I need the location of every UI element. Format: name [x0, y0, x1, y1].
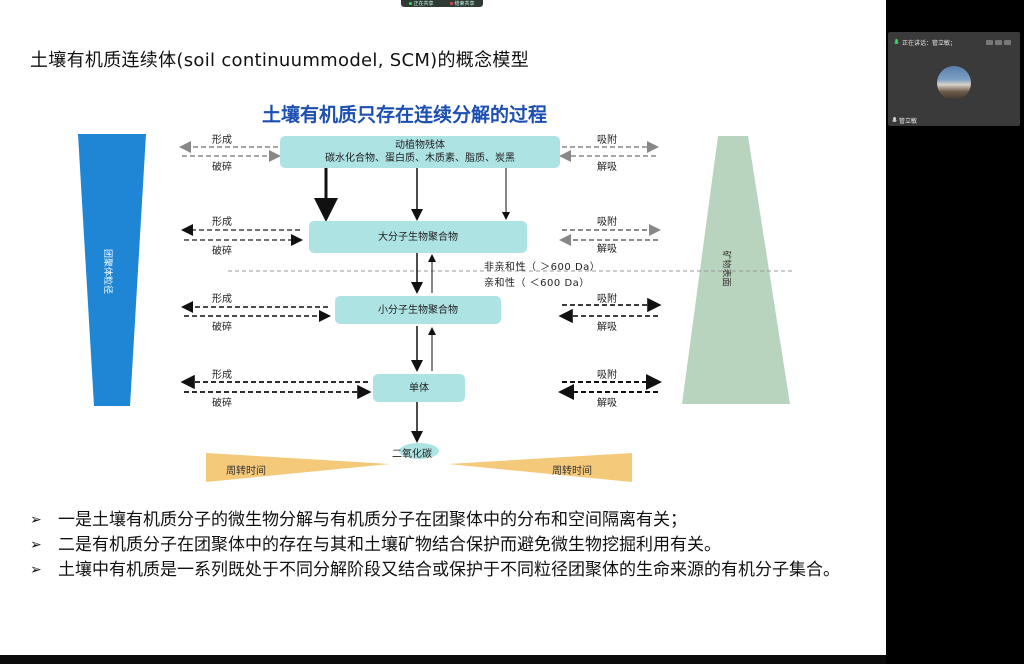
sharing-indicator[interactable]: 正在共享 — [409, 0, 434, 7]
slide-bottom-bar — [0, 655, 886, 664]
participant-name: 管立敏 — [892, 116, 917, 125]
desorb-label-3: 解吸 — [597, 322, 617, 333]
form-label-3: 形成 — [212, 294, 232, 305]
slide-title: 土壤有机质连续体(soil continuummodel, SCM)的概念模型 — [30, 50, 530, 71]
arrow-bullet-icon: ➢ — [30, 562, 42, 578]
panel-controls[interactable] — [986, 40, 1012, 46]
stop-share-button[interactable]: 结束共享 — [450, 0, 475, 7]
mineral-surface-bar — [682, 136, 790, 404]
layout-icon[interactable] — [995, 40, 1002, 45]
large-biopolymer-box: 大分子生物聚合物 — [309, 221, 527, 253]
residue-title: 动植物残体 — [395, 140, 445, 151]
co2-label: 二氧化碳 — [392, 449, 432, 460]
monomer-box: 单体 — [373, 374, 465, 402]
bullet-item-2: ➢ 二是有机质分子在团聚体中的存在与其和土壤矿物结合保护而避免微生物挖掘利用有关… — [30, 535, 721, 555]
turnover-label-left: 周转时间 — [226, 466, 266, 477]
minimize-icon[interactable] — [986, 40, 993, 45]
bullet-item-1: ➢ 一是土壤有机质分子的微生物分解与有机质分子在团聚体中的分布和空间隔离有关； — [30, 510, 687, 530]
arrow-bullet-icon: ➢ — [30, 537, 42, 553]
avatar[interactable] — [937, 66, 971, 100]
left-arrows-row3 — [181, 301, 331, 322]
break-label-2: 破碎 — [212, 246, 232, 257]
desorb-label-1: 解吸 — [597, 162, 617, 173]
hydrophobic-label: 非亲和性（ ＞600 Da） — [484, 262, 601, 273]
adsorb-label-2: 吸附 — [597, 217, 617, 228]
left-arrows-row2 — [181, 224, 303, 246]
form-label-2: 形成 — [212, 217, 232, 228]
break-label-4: 破碎 — [212, 398, 232, 409]
turnover-wedge-right — [448, 453, 632, 482]
form-label-1: 形成 — [212, 135, 232, 146]
hydrophilic-label: 亲和性（ ＜600 Da） — [484, 278, 590, 289]
video-panel[interactable]: 正在讲话：管立敏； 管立敏 — [888, 32, 1020, 126]
bullet-item-3: ➢ 土壤中有机质是一系列既处于不同分解阶段又结合或保护于不同粒径团聚体的生命来源… — [30, 560, 840, 580]
adsorb-label-1: 吸附 — [597, 135, 617, 146]
screen-share-toolbar[interactable]: 正在共享 结束共享 — [401, 0, 483, 7]
scm-diagram: 土壤有机质只存在连续分解的过程 — [78, 104, 792, 482]
right-arrows-row3 — [558, 297, 662, 324]
arrow-bullet-icon: ➢ — [30, 512, 42, 528]
right-arrows-row4 — [558, 374, 662, 400]
left-arrows-row4 — [180, 374, 372, 400]
adsorb-label-3: 吸附 — [597, 294, 617, 305]
small-biopolymer-box: 小分子生物聚合物 — [335, 296, 501, 324]
residue-items: 碳水化合物、蛋白质、木质素、脂质、炭黑 — [325, 153, 515, 164]
bullet-list: ➢ 一是土壤有机质分子的微生物分解与有机质分子在团聚体中的分布和空间隔离有关； … — [28, 508, 888, 583]
desorb-label-4: 解吸 — [597, 398, 617, 409]
speaker-status: 正在讲话：管立敏； — [894, 38, 956, 47]
expand-icon[interactable] — [1004, 40, 1011, 45]
diagram-graphics — [78, 134, 792, 482]
stop-dot-icon — [450, 2, 454, 5]
right-arrows-row2 — [559, 224, 661, 246]
diagram-title: 土壤有机质只存在连续分解的过程 — [262, 104, 548, 126]
desorb-label-2: 解吸 — [597, 244, 617, 255]
break-label-3: 破碎 — [212, 322, 232, 333]
form-label-4: 形成 — [212, 370, 232, 381]
aggregate-size-label: 团聚体粒径 — [102, 248, 113, 295]
aggregate-size-bar — [78, 134, 146, 406]
co2-ellipse — [399, 443, 439, 459]
mic-icon — [894, 39, 899, 45]
residue-box: 动植物残体 碳水化合物、蛋白质、木质素、脂质、炭黑 — [280, 136, 560, 168]
turnover-wedge-left — [206, 453, 390, 482]
mineral-surface-label: 矿物表面 — [720, 250, 731, 287]
mic-icon — [892, 117, 897, 123]
sharing-dot-icon — [409, 2, 413, 5]
adsorb-label-4: 吸附 — [597, 370, 617, 381]
right-arrows-row1 — [559, 141, 659, 162]
presentation-slide: 土壤有机质连续体(soil continuummodel, SCM)的概念模型 … — [0, 0, 886, 664]
break-label-1: 破碎 — [212, 162, 232, 173]
left-arrows-row1 — [179, 141, 281, 162]
turnover-label-right: 周转时间 — [552, 466, 592, 477]
